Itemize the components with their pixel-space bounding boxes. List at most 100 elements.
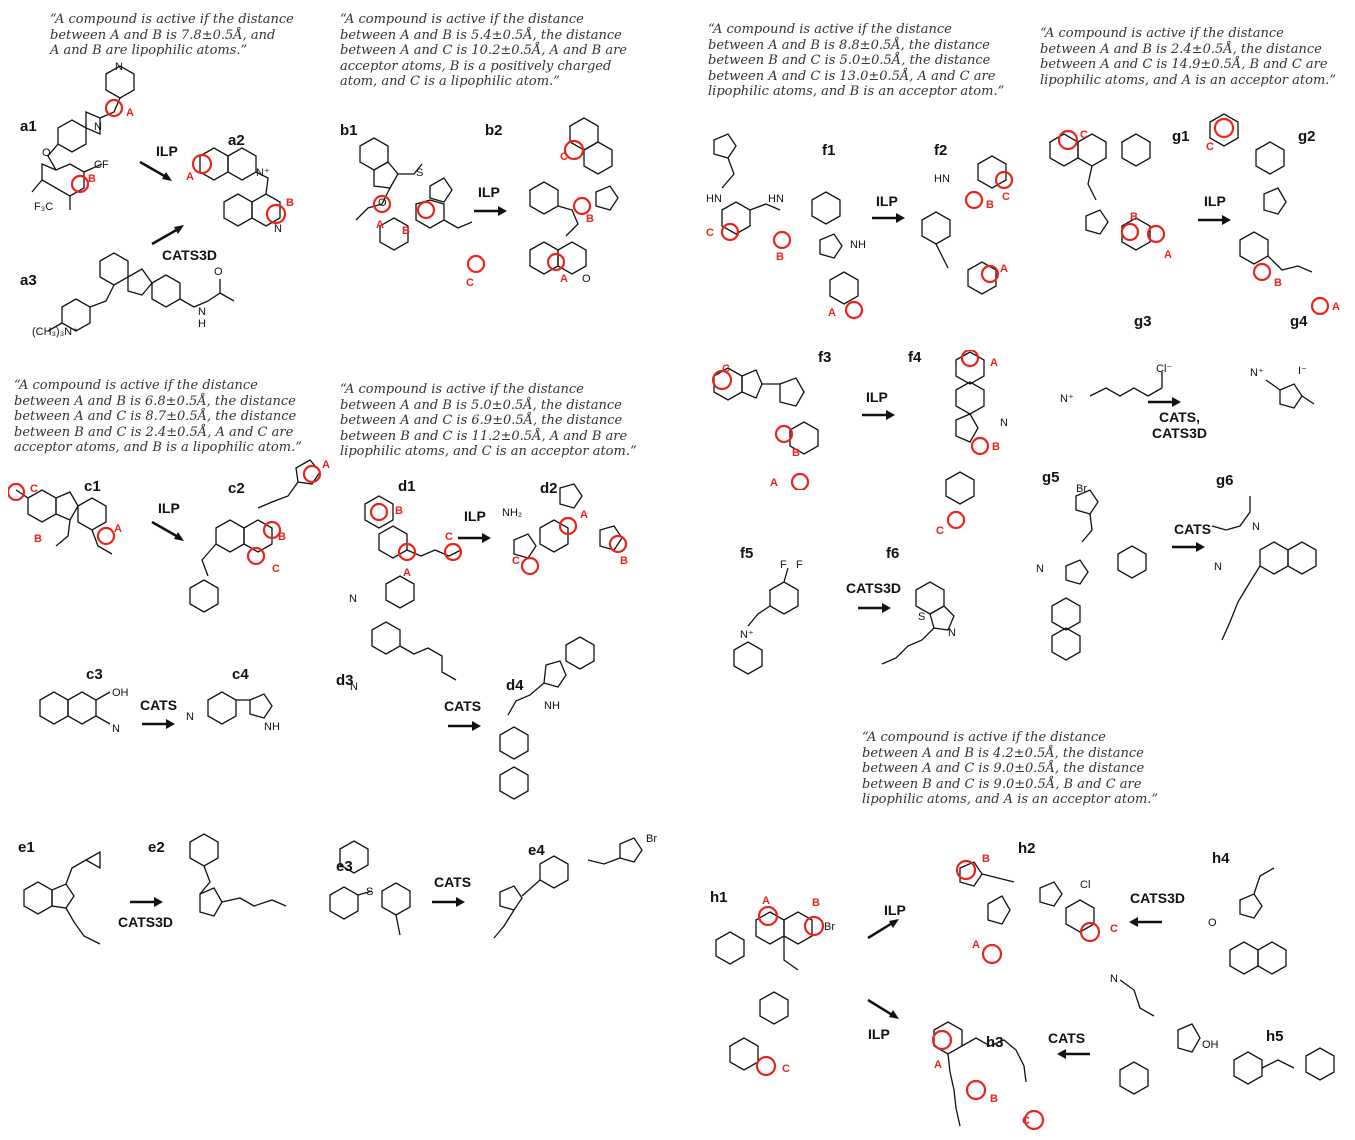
svg-text:C: C (1206, 141, 1214, 153)
svg-text:HN: HN (706, 193, 722, 205)
molecule-f3: C B A (711, 363, 819, 490)
molecule-e1 (23, 850, 101, 945)
arrow-h4-h2 (1129, 917, 1162, 927)
svg-text:A: A (322, 459, 330, 471)
svg-text:C: C (560, 151, 568, 163)
svg-text:B: B (34, 533, 42, 545)
molecule-c4: N NH (186, 691, 280, 733)
svg-text:B: B (982, 853, 990, 865)
method-ilp-f: ILP (876, 193, 898, 209)
svg-text:N: N (186, 711, 194, 723)
svg-text:A: A (560, 273, 568, 285)
method-ilp-a: ILP (156, 143, 178, 159)
arrow-d1-d2 (458, 533, 491, 543)
svg-text:Br: Br (824, 921, 835, 933)
molecule-f4: A B C N (936, 350, 1008, 537)
molecule-f1: C B A HN HN NH (706, 133, 866, 320)
method-cats-h: CATS (1048, 1030, 1086, 1046)
rule-c: “A compound is active if the distance be… (14, 378, 302, 455)
svg-text:O: O (378, 197, 387, 209)
method-cats3d-a: CATS3D (162, 247, 217, 263)
arrow-c1-c2 (151, 520, 184, 541)
svg-text:Br: Br (1076, 483, 1087, 495)
label-h2: h2 (1018, 840, 1036, 857)
method-ilp-h1: ILP (884, 902, 906, 918)
molecule-g6: N N (1211, 496, 1317, 641)
svg-text:C: C (272, 563, 280, 575)
svg-text:A: A (376, 219, 384, 231)
rule-d: “A compound is active if the distance be… (340, 382, 637, 459)
svg-text:OH: OH (1202, 1039, 1219, 1051)
label-a1: a1 (20, 118, 37, 135)
svg-text:Cl⁻: Cl⁻ (1156, 363, 1172, 375)
label-f4: f4 (908, 349, 922, 366)
svg-text:A: A (1164, 249, 1172, 261)
molecule-f5: F F N⁺ (733, 560, 803, 675)
svg-text:N: N (112, 723, 120, 735)
arrow-e3-e4 (432, 897, 465, 907)
svg-text:NH: NH (544, 700, 560, 712)
svg-text:A: A (126, 107, 134, 119)
svg-text:F: F (796, 560, 803, 571)
svg-text:N⁺: N⁺ (1250, 367, 1264, 379)
svg-text:A: A (114, 523, 122, 535)
svg-text:B: B (278, 531, 286, 543)
svg-text:CF: CF (94, 159, 109, 171)
label-g3: g3 (1134, 313, 1152, 330)
method-ilp-c: ILP (158, 500, 180, 516)
label-h3: h3 (986, 1034, 1004, 1051)
molecule-c2: A B C (189, 459, 330, 613)
svg-text:B: B (986, 199, 994, 211)
label-d2: d2 (540, 480, 558, 497)
molecule-d2: A B C NH₂ (502, 483, 628, 576)
svg-text:A: A (403, 567, 411, 579)
svg-text:HN: HN (934, 173, 950, 185)
method-ilp-g: ILP (1204, 193, 1226, 209)
svg-text:B: B (1274, 277, 1282, 289)
svg-text:A: A (186, 171, 194, 183)
svg-text:B: B (992, 441, 1000, 453)
molecule-e2 (189, 833, 287, 917)
svg-text:C: C (936, 525, 944, 537)
svg-text:A: A (762, 895, 770, 907)
label-b2: b2 (485, 122, 503, 139)
svg-text:N: N (198, 306, 206, 318)
svg-text:O: O (214, 266, 223, 278)
molecule-b2: C B A O (529, 117, 619, 285)
svg-text:Br: Br (646, 833, 657, 845)
svg-text:H: H (198, 318, 206, 330)
molecule-g3: N⁺ Cl⁻ (1060, 363, 1172, 405)
method-ilp-d: ILP (464, 508, 486, 524)
molecule-h2: B A C Cl (955, 853, 1118, 965)
arrow-b1-b2 (474, 206, 507, 216)
svg-text:C: C (1022, 1115, 1030, 1127)
arrow-f5-f6 (858, 603, 891, 613)
rule-b: “A compound is active if the distance be… (340, 12, 628, 89)
svg-text:C: C (782, 1063, 790, 1075)
svg-text:C: C (512, 555, 520, 567)
arrow-f1-f2 (872, 213, 905, 223)
molecule-a2: N⁺ N A B (186, 147, 294, 235)
svg-text:N: N (349, 593, 357, 605)
svg-text:NH: NH (264, 721, 280, 733)
arrow-f3-f4 (862, 410, 895, 420)
svg-text:A: A (1000, 263, 1008, 275)
svg-text:HN: HN (768, 193, 784, 205)
label-a2: a2 (228, 132, 245, 149)
label-h1: h1 (710, 889, 728, 906)
label-a3: a3 (20, 272, 37, 289)
label-d3: d3 (336, 672, 354, 689)
arrow-h1-h2 (867, 919, 899, 940)
rule-g: “A compound is active if the distance be… (1040, 26, 1337, 88)
svg-text:(CH₃)₃N⁺: (CH₃)₃N⁺ (32, 326, 78, 338)
rule-h: “A compound is active if the distance be… (862, 730, 1159, 807)
svg-text:N⁺: N⁺ (1060, 393, 1074, 405)
label-e4: e4 (528, 842, 545, 859)
label-f3: f3 (818, 349, 832, 366)
arrow-e1-e2 (130, 897, 163, 907)
label-f1: f1 (822, 142, 836, 159)
svg-text:A: A (972, 939, 980, 951)
arrow-h1-h3 (867, 998, 899, 1019)
label-d1: d1 (398, 478, 416, 495)
svg-text:N⁺: N⁺ (740, 629, 754, 641)
